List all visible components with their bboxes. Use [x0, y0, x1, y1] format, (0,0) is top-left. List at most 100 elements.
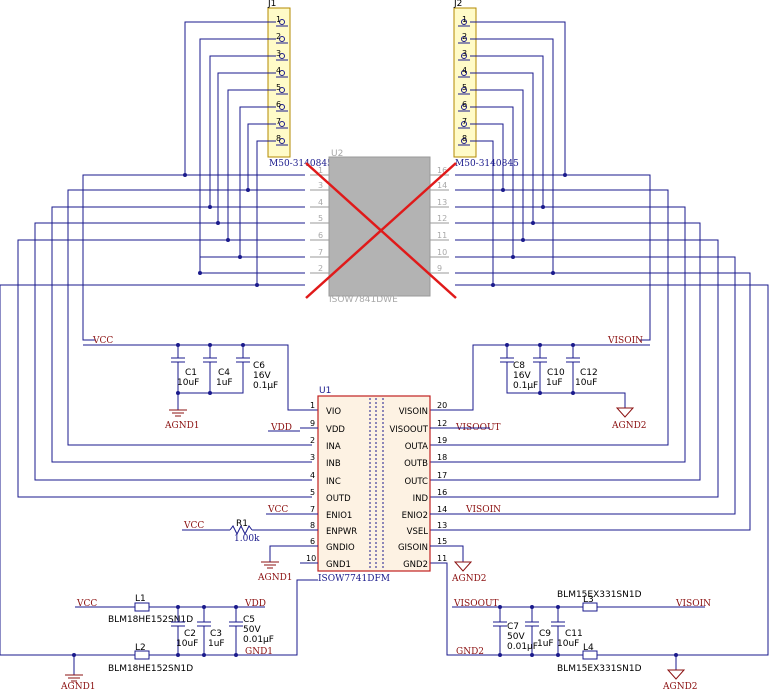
l2-part: BLM18HE152SN1D — [108, 664, 193, 674]
c8-value-a: 16V — [513, 371, 531, 381]
c10-ref: C10 — [547, 368, 565, 378]
vdd-net-label-b: VDD — [244, 599, 266, 609]
c12-value: 10uF — [575, 378, 597, 388]
c10-value: 1uF — [546, 378, 563, 388]
u1-pin-visoin-num: 20 — [437, 401, 447, 410]
j2-part: M50-3140845 — [455, 159, 519, 169]
j2-pin-2: 2 — [462, 32, 467, 41]
j1-body — [267, 7, 291, 158]
vdd-net-label-a: VDD — [270, 423, 292, 433]
u1-pin-outd-num: 5 — [310, 488, 315, 497]
bottom-left-filter: VCC L1 BLM18HE152SN1D VDD C2 10uF C3 1uF… — [60, 594, 274, 689]
visoout-net-label-b: VISOOUT — [453, 599, 499, 609]
agnd1-label-top: AGND1 — [164, 421, 200, 431]
agnd2-symbol-top — [615, 407, 635, 418]
j1-ref: J1 — [267, 0, 276, 9]
c12-ref: C12 — [580, 368, 598, 378]
u1-pin-visoout: VISOOUT — [389, 425, 428, 435]
j2-pin-5: 5 — [462, 83, 467, 92]
j1-pin-6: 6 — [276, 100, 281, 109]
u1-pin-enio1: ENIO1 — [326, 511, 352, 521]
u1-pin-gndio-num: 6 — [310, 537, 315, 546]
u1-pin-vdd-num: 9 — [310, 419, 315, 428]
l1-ref: L1 — [135, 594, 146, 604]
u1-left-nets: VDD VCC VCC R1 1.00k AGND1 — [182, 423, 318, 583]
j1-pin-2: 2 — [276, 32, 281, 41]
u2-body — [328, 156, 431, 297]
j2-ref: J2 — [453, 0, 462, 9]
c7-ref: C7 — [507, 622, 519, 632]
j1-pin-3: 3 — [276, 49, 281, 58]
c4-ref: C4 — [218, 368, 230, 378]
agnd2-label-mid: AGND2 — [451, 574, 487, 584]
j2-pin-1: 1 — [462, 15, 467, 24]
agnd1-symbol-mid — [261, 561, 279, 569]
j1-pin-7: 7 — [276, 117, 281, 126]
u1-pin-vdd: VDD — [326, 425, 345, 435]
c3-ref: C3 — [210, 629, 222, 639]
u2-part: ISOW7841DWE — [329, 295, 398, 305]
u1-pin-gisoin-num: 15 — [437, 537, 447, 546]
u1-pin-gnd1-num: 10 — [306, 554, 316, 563]
u1-part: ISOW7741DFM — [318, 574, 390, 584]
l4-part: BLM15EX331SN1D — [557, 664, 642, 674]
vcc-net-label-a: VCC — [92, 336, 113, 346]
vcc-net-label-d: VCC — [76, 599, 97, 609]
visoin-net-label-c: VISOIN — [675, 599, 711, 609]
c5-value-b: 0.01µF — [243, 635, 274, 645]
u1-pin-outa-num: 19 — [437, 436, 447, 445]
visoin-net-label-a: VISOIN — [607, 336, 643, 346]
u2-pin-r5: 11 — [437, 231, 447, 240]
agnd1-label-mid: AGND1 — [257, 573, 293, 583]
u1-pin-gisoin: GISOIN — [398, 543, 428, 553]
c2-ref: C2 — [184, 629, 196, 639]
u2-pin-l4: 5 — [318, 214, 323, 223]
c9-value: 1uF — [537, 639, 554, 649]
u1-pin-vsel-num: 13 — [437, 521, 447, 530]
u2-pin-r3: 13 — [437, 198, 447, 207]
j2-pin-4: 4 — [462, 66, 467, 75]
l2-ref: L2 — [135, 643, 146, 653]
visoin-net-label-b: VISOIN — [465, 505, 501, 515]
u2-pin-r7: 9 — [437, 264, 442, 273]
j2-pin-6: 6 — [462, 100, 467, 109]
u2-pin-l1: 1 — [318, 166, 323, 175]
c6-value-b: 0.1µF — [253, 381, 278, 391]
c6-value-a: 16V — [253, 371, 271, 381]
signal-buses — [0, 174, 769, 656]
connector-j2: J2 M50-3140845 1 2 3 4 5 6 7 8 — [453, 0, 519, 169]
u2-pin-r4: 12 — [437, 214, 447, 223]
u2-pin-r6: 10 — [437, 248, 447, 257]
u2-cross-b — [305, 162, 457, 299]
gnd2-net-label: GND2 — [456, 647, 484, 657]
c11-value: 10uF — [557, 639, 579, 649]
u1-pin-inb-num: 3 — [310, 453, 315, 462]
u2-pin-r1: 16 — [437, 166, 447, 175]
l3-ref: L3 — [583, 595, 594, 605]
c6-ref: C6 — [253, 361, 265, 371]
vcc-decoupling: VCC C1 10uF C4 1uF C6 16V 0.1µF AGND1 — [83, 336, 318, 431]
j1-part: M50-3140845 — [269, 159, 333, 169]
c9-ref: C9 — [539, 629, 551, 639]
j2-wiring — [470, 21, 566, 285]
c7-value-a: 50V — [507, 632, 525, 642]
c3-value: 1uF — [208, 639, 225, 649]
u1-pin-outa: OUTA — [405, 442, 428, 452]
u1-pin-outb-num: 18 — [437, 453, 447, 462]
u1-pin-vio-num: 1 — [310, 401, 315, 410]
u1-pin-gndio: GNDIO — [326, 543, 355, 553]
u1-pin-vsel: VSEL — [407, 527, 429, 537]
u1-pin-gnd2: GND2 — [403, 560, 428, 570]
j2-pin-3: 3 — [462, 49, 467, 58]
u1-pin-outc-num: 17 — [437, 471, 447, 480]
u2-ref: U2 — [331, 149, 343, 159]
u2-pin-l3: 4 — [318, 198, 323, 207]
agnd2-label-top: AGND2 — [611, 421, 647, 431]
u1-pin-ind-num: 16 — [437, 488, 447, 497]
u1-pin-outd: OUTD — [326, 494, 351, 504]
j1-pin-8: 8 — [276, 134, 281, 143]
agnd1-symbol-bottom — [65, 674, 83, 682]
u1-pin-vio: VIO — [326, 407, 341, 417]
ic-u2: U2 ISOW7841DWE 1 3 4 5 6 7 2 16 14 13 12… — [305, 149, 457, 305]
connector-j1: J1 M50-3140845 1 2 3 4 5 6 7 8 — [267, 0, 333, 169]
